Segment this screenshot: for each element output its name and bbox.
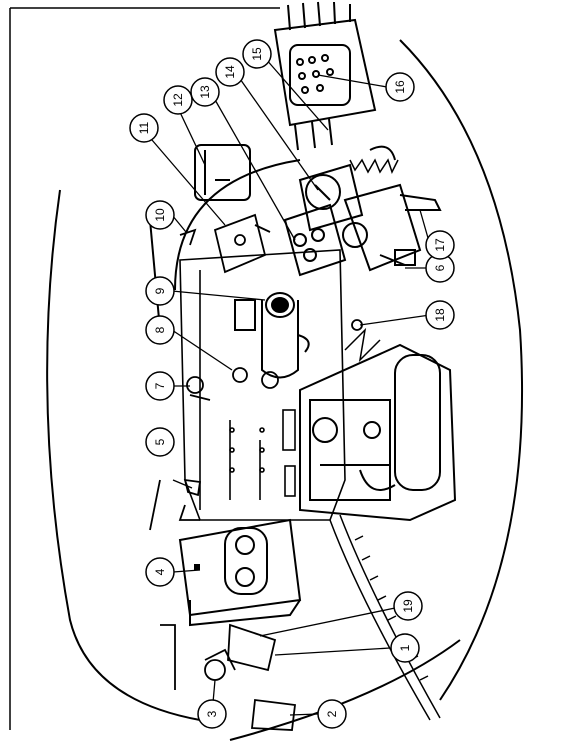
leader-lines (152, 58, 430, 715)
oil-reservoir (195, 145, 250, 200)
callout-3: 3 (198, 700, 226, 728)
callout-15: 15 (243, 40, 271, 68)
callout-16-label: 16 (393, 80, 407, 94)
callout-7: 7 (146, 372, 174, 400)
callouts: 1 2 3 4 5 6 7 8 9 10 11 (130, 40, 454, 728)
callout-10-label: 10 (153, 208, 167, 222)
callout-17: 17 (426, 231, 454, 259)
starter-motor (235, 293, 309, 378)
callout-1: 1 (391, 634, 419, 662)
callout-17-label: 17 (433, 238, 447, 252)
callout-8-label: 8 (153, 326, 167, 333)
callout-14: 14 (216, 58, 244, 86)
callout-16: 16 (386, 73, 414, 101)
callout-18-label: 18 (433, 308, 447, 322)
callout-14-label: 14 (223, 65, 237, 79)
callout-12-label: 12 (171, 93, 185, 107)
callout-13-label: 13 (198, 85, 212, 99)
control-valve-assembly (285, 165, 362, 275)
callout-9-label: 9 (153, 287, 167, 294)
callout-9: 9 (146, 277, 174, 305)
callout-3-label: 3 (205, 710, 219, 717)
callout-2: 2 (318, 700, 346, 728)
callout-7-label: 7 (153, 382, 167, 389)
callout-5-label: 5 (153, 438, 167, 445)
lower-fittings (150, 480, 295, 730)
hydraulic-manifold (180, 520, 300, 625)
callout-19-label: 19 (401, 599, 415, 613)
engine-block (180, 250, 345, 520)
callout-15-label: 15 (250, 47, 264, 61)
callout-4: 4 (146, 558, 174, 586)
callout-18: 18 (426, 301, 454, 329)
callout-1-label: 1 (398, 644, 412, 651)
callout-8: 8 (146, 316, 174, 344)
callout-12: 12 (164, 86, 192, 114)
air-box (300, 345, 455, 520)
callout-6-label: 6 (433, 264, 447, 271)
callout-11: 11 (130, 114, 158, 142)
callout-11-label: 11 (137, 121, 151, 134)
callout-19: 19 (394, 592, 422, 620)
callout-13: 13 (191, 78, 219, 106)
callout-10: 10 (146, 201, 174, 229)
callout-5: 5 (146, 428, 174, 456)
callout-2-label: 2 (325, 710, 339, 717)
callout-4-label: 4 (153, 568, 167, 575)
